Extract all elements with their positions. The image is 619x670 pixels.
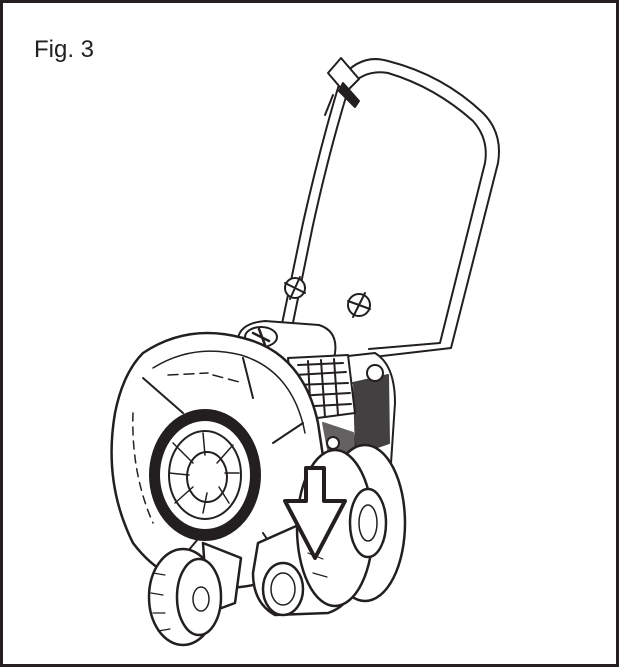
figure-caption: Fig. 3	[34, 36, 95, 63]
arrow-down-icon	[283, 466, 347, 560]
caster-wheel	[147, 541, 243, 647]
handle-knob-left	[284, 276, 306, 300]
intake-grill	[149, 409, 261, 541]
handle-knob-right	[347, 292, 371, 318]
walk-behind-leaf-blower-icon	[110, 57, 500, 647]
throttle-lever	[324, 57, 360, 116]
handle-bar	[267, 58, 500, 392]
